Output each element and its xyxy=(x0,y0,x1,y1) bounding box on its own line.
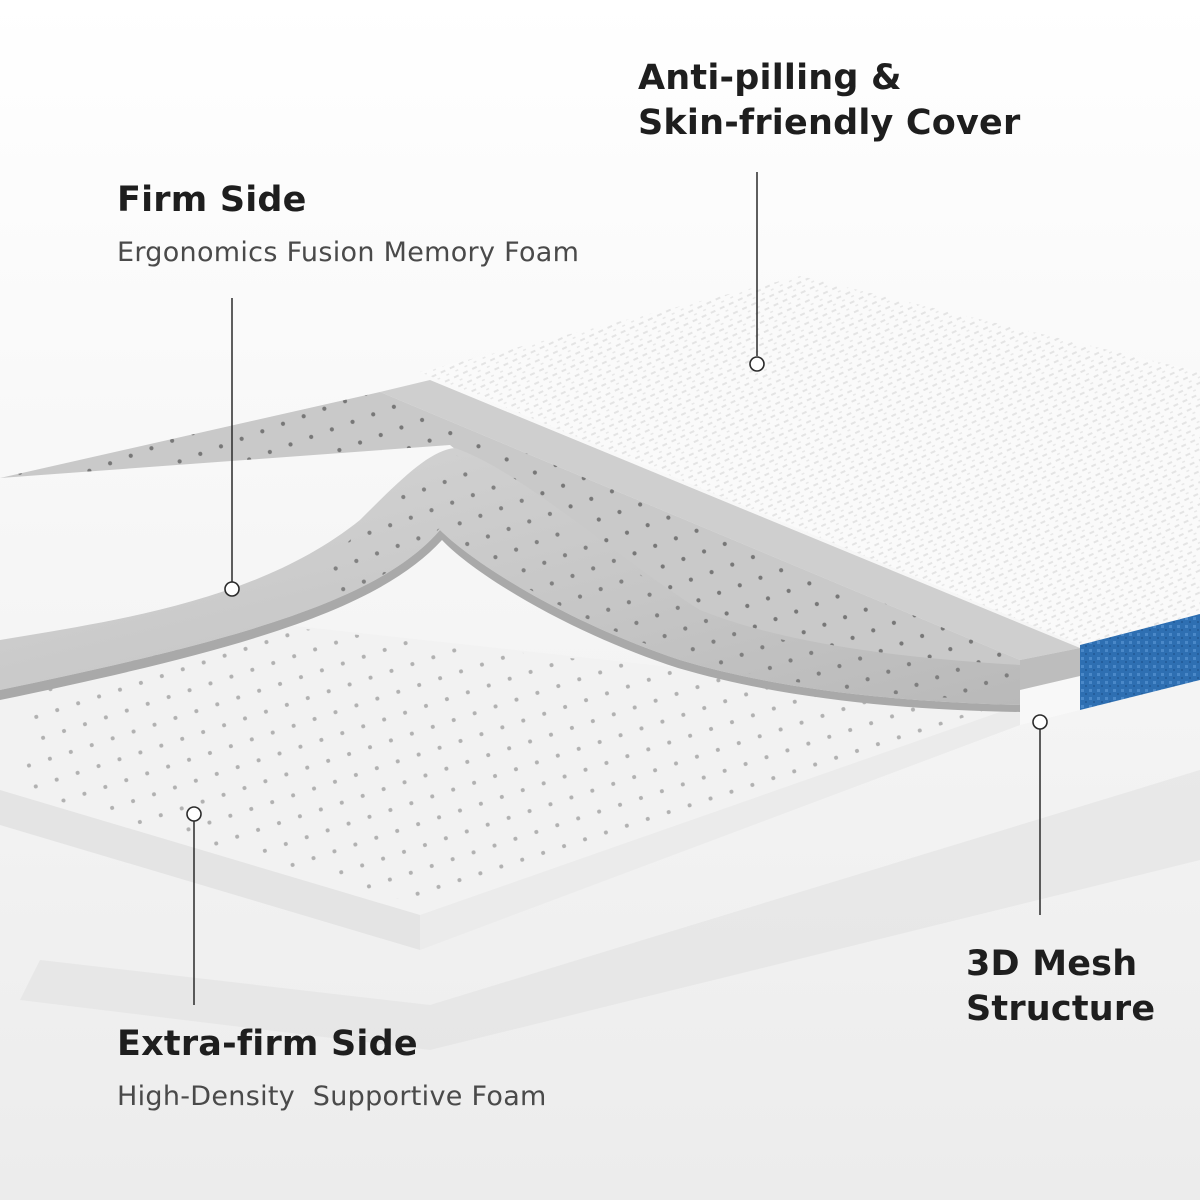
mesh-label-line2: Structure xyxy=(966,989,1156,1029)
cover-top-surface xyxy=(420,276,1200,645)
mesh-label: 3D Mesh Structure xyxy=(966,942,1155,1032)
extra-firm-foam-holes xyxy=(20,622,1000,905)
firm-side-subtitle: Ergonomics Fusion Memory Foam xyxy=(117,237,580,268)
cover-label: Anti-pilling & Skin-friendly Cover xyxy=(638,56,1020,146)
callout-mesh xyxy=(1032,714,1048,915)
callout-extra-firm xyxy=(186,806,202,1005)
grey-strip-front xyxy=(1020,648,1080,690)
extra-firm-front-edge xyxy=(0,790,420,950)
firm-foam-holes xyxy=(0,392,1020,700)
mesh-marker xyxy=(1032,714,1048,730)
extra-firm-marker xyxy=(186,806,202,822)
firm-marker xyxy=(224,581,240,597)
cover-label-line2: Skin-friendly Cover xyxy=(638,103,1021,143)
cover-marker xyxy=(749,356,765,372)
extra-firm-side-subtitle: High-Density Supportive Foam xyxy=(117,1081,547,1112)
callout-firm xyxy=(224,298,240,597)
cover-label-line1: Anti-pilling & xyxy=(638,58,902,98)
mesh-edge xyxy=(1080,614,1200,710)
peeled-flap-holes xyxy=(330,455,1010,700)
extra-firm-right-edge xyxy=(420,705,1020,950)
floor-shadow xyxy=(20,770,1200,1050)
cover-side-edge xyxy=(1020,676,1080,725)
firm-side-title: Firm Side xyxy=(117,180,307,220)
grey-foam-strip xyxy=(380,380,1080,660)
extra-firm-side-title: Extra-firm Side xyxy=(117,1024,418,1064)
mesh-label-line1: 3D Mesh xyxy=(966,944,1138,984)
callout-cover xyxy=(749,172,765,372)
